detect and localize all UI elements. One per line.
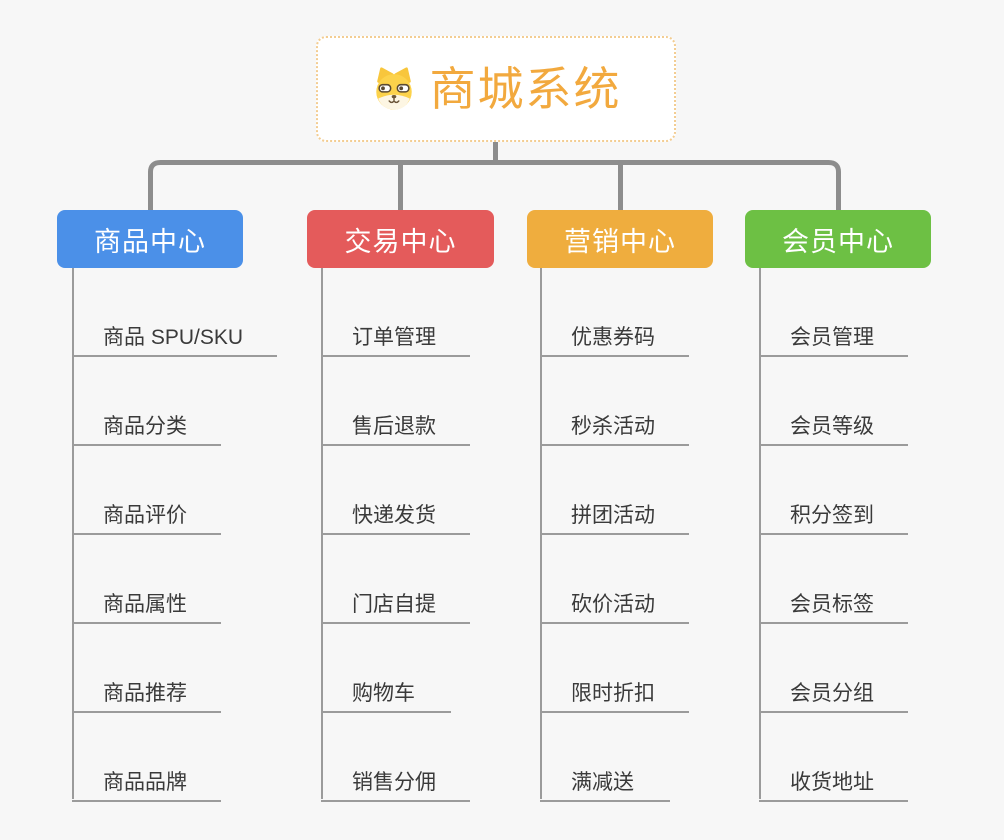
- branch-box-product-center[interactable]: 商品中心: [57, 210, 243, 268]
- mindmap-node[interactable]: 会员等级: [759, 357, 908, 446]
- branch-children-trade-center: 订单管理 售后退款 快递发货 门店自提 购物车 销售分佣: [321, 268, 561, 802]
- mindmap-node[interactable]: 购物车: [321, 624, 451, 713]
- mindmap-node[interactable]: 会员分组: [759, 624, 908, 713]
- mindmap-node[interactable]: 商品 SPU/SKU: [72, 268, 278, 357]
- mindmap-node[interactable]: 商品属性: [72, 535, 221, 624]
- mindmap-node[interactable]: 限时折扣: [540, 624, 689, 713]
- mindmap-node[interactable]: 门店自提: [321, 535, 470, 624]
- mindmap-node[interactable]: 售后退款: [321, 357, 470, 446]
- mindmap-node[interactable]: 满减送: [540, 713, 670, 802]
- branch-box-marketing-center[interactable]: 营销中心: [527, 210, 713, 268]
- mindmap-node[interactable]: 拼团活动: [540, 446, 689, 535]
- mindmap-node[interactable]: 订单管理: [321, 268, 470, 357]
- branch-children-member-center: 会员管理 会员等级 积分签到 会员标签 会员分组 收货地址: [759, 268, 999, 802]
- branch-box-trade-center[interactable]: 交易中心: [307, 210, 494, 268]
- mindmap-node[interactable]: 积分签到: [759, 446, 908, 535]
- dog-logo-icon: [375, 67, 412, 110]
- branch-children-product-center: 商品 SPU/SKU 商品分类 商品评价 商品属性 商品推荐 商品品牌: [72, 268, 312, 802]
- mindmap-node[interactable]: 商品分类: [72, 357, 221, 446]
- mindmap-node[interactable]: 会员标签: [759, 535, 908, 624]
- mindmap-node[interactable]: 商品推荐: [72, 624, 221, 713]
- mindmap-node[interactable]: 销售分佣: [321, 713, 470, 802]
- mindmap-node[interactable]: 商品评价: [72, 446, 221, 535]
- mindmap-node[interactable]: 收货地址: [759, 713, 908, 802]
- mindmap-node[interactable]: 秒杀活动: [540, 357, 689, 446]
- branch-children-marketing-center: 优惠券码 秒杀活动 拼团活动 砍价活动 限时折扣 满减送: [540, 268, 780, 802]
- branch-box-member-center[interactable]: 会员中心: [745, 210, 931, 268]
- mindmap-node[interactable]: 快递发货: [321, 446, 470, 535]
- root-title: 商城系统: [429, 63, 622, 115]
- mindmap-node[interactable]: 商品品牌: [72, 713, 221, 802]
- root-node[interactable]: 商城系统: [316, 36, 676, 142]
- mindmap-node[interactable]: 砍价活动: [540, 535, 689, 624]
- mindmap-node[interactable]: 优惠券码: [540, 268, 689, 357]
- mindmap-node[interactable]: 会员管理: [759, 268, 908, 357]
